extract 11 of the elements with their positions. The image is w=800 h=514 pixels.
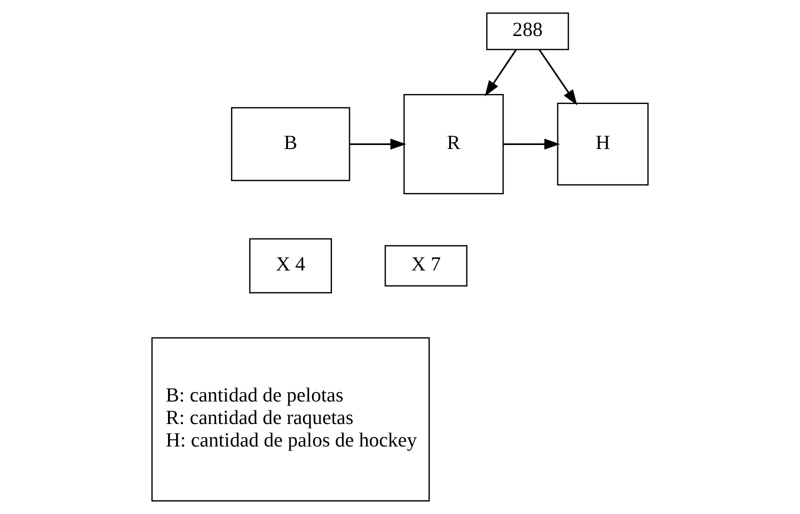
node-box: B [231, 107, 350, 182]
node-box: X 4 [249, 238, 332, 294]
node-box: H [557, 102, 649, 186]
node-box: X 7 [384, 245, 468, 286]
node-box: 288 [486, 12, 569, 50]
arrow [538, 49, 578, 106]
node-box: B: cantidad de pelotas R: cantidad de raquetas H: cantidad de palos de hockey [151, 337, 430, 502]
node-box: R [403, 94, 504, 194]
arrow [484, 49, 517, 96]
arrow [503, 138, 560, 150]
arrow [350, 138, 406, 150]
